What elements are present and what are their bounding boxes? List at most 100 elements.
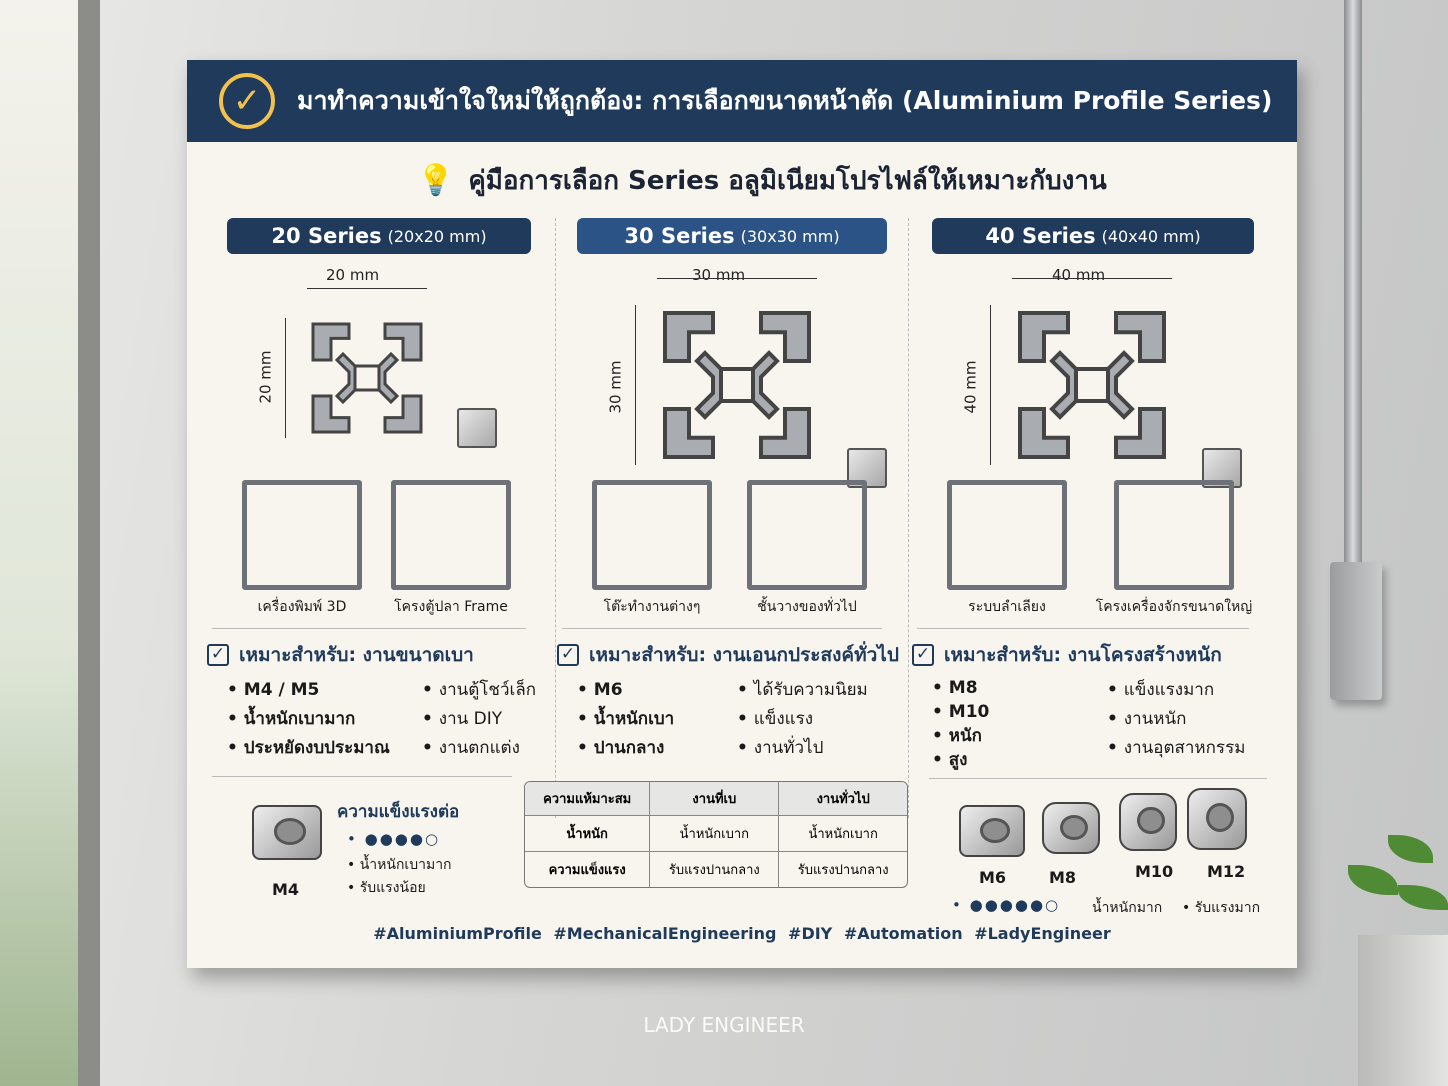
application-item: เครื่องพิมพ์ 3D: [227, 480, 377, 618]
t-nut-m4-image: [252, 805, 322, 860]
suitable-for-label: ✓เหมาะสำหรับ: งานเอนกประสงค์ทั่วไป: [557, 640, 899, 670]
series-column: 40 Series(40x40 mm) 40 mm 40 mm ระบบลำเล…: [912, 218, 1254, 818]
suitable-for-label: ✓เหมาะสำหรับ: งานขนาดเบา: [207, 640, 474, 670]
suitable-for-label: ✓เหมาะสำหรับ: งานโครงสร้างหนัก: [912, 640, 1222, 670]
bullet-list-right: ได้รับความนิยมแข็งแรงงานทั่วไป: [737, 676, 868, 763]
application-item: โต๊ะทำงานต่างๆ: [577, 480, 727, 618]
application-item: ชั้นวางของทั่วไป: [727, 480, 887, 618]
table-cell: น้ำหนักเบาก: [650, 816, 780, 852]
divider: [917, 628, 1249, 629]
check-circle-icon: ✓: [219, 73, 275, 129]
column-divider: [908, 218, 909, 818]
bullet-item: งาน DIY: [422, 705, 536, 734]
bullet-item: แข็งแรง: [737, 705, 868, 734]
width-dimension: 40 mm: [1052, 266, 1106, 284]
series-header: 30 Series(30x30 mm): [577, 218, 887, 254]
nut-note: น้ำหนักมาก: [1092, 900, 1163, 916]
bullet-list-left: M4 / M5น้ำหนักเบามากประหยัดงบประมาณ: [227, 676, 390, 763]
bullet-item: M4 / M5: [227, 676, 390, 705]
height-dimension: 40 mm: [961, 360, 980, 414]
comparison-table: ความแห้มาะสมงานที่เบงานทั่วไป น้ำหนักน้ำ…: [524, 781, 908, 888]
bullet-list-left: M6น้ำหนักเบาปานกลาง: [577, 676, 674, 763]
bullet-list-right: แข็งแรงมากงานหนักงานอุตสาหกรรม: [1107, 676, 1246, 763]
bullet-item: น้ำหนักเบามาก: [227, 705, 390, 734]
poster-subtitle: 💡 คู่มือการเลือก Series อลูมิเนียมโปรไฟล…: [417, 160, 1107, 201]
dimension-line: [990, 304, 991, 465]
series-header: 40 Series(40x40 mm): [932, 218, 1254, 254]
divider: [929, 778, 1267, 779]
checkbox-icon: ✓: [912, 644, 934, 666]
height-dimension: 20 mm: [256, 350, 275, 404]
profile-cross-section-icon: [1012, 305, 1172, 465]
window-frame: [0, 0, 100, 1086]
nut-note: • รับแรงมาก: [1182, 900, 1261, 916]
bullet-list-left: M8M10หนักสูง: [932, 676, 990, 772]
strength-rating: • ●●●●○: [347, 830, 441, 848]
table-cell: น้ำหนักเบาก: [779, 816, 907, 852]
bullet-item: M8: [932, 676, 989, 700]
series-header: 20 Series(20x20 mm): [227, 218, 531, 254]
strength-title: ความแข็งแรงต่อ: [337, 802, 460, 822]
hex-nut-m12-image: [1187, 788, 1247, 850]
bullet-item: หนัก: [932, 724, 989, 748]
bullet-item: งานตู้โชว์เล็ก: [422, 676, 536, 705]
height-dimension: 30 mm: [606, 360, 625, 414]
application-image: [1114, 480, 1234, 590]
divider: [212, 776, 512, 777]
nut-label: M10: [1135, 862, 1174, 881]
cube-icon: [457, 408, 497, 448]
bullet-list-right: งานตู้โชว์เล็กงาน DIYงานตกแต่ง: [422, 676, 536, 763]
subtitle-text: คู่มือการเลือก Series อลูมิเนียมโปรไฟล์ใ…: [468, 166, 1107, 196]
plant-leaf: [1348, 865, 1398, 895]
poster-title: มาทำความเข้าใจใหม่ให้ถูกต้อง: การเลือกขน…: [297, 86, 1273, 115]
bullet-item: ประหยัดงบประมาณ: [227, 734, 390, 763]
bullet-item: น้ำหนักเบา: [577, 705, 674, 734]
table-header: งานทั่วไป: [779, 782, 907, 816]
dimension-line: [657, 278, 817, 279]
watermark: LADY ENGINEER: [643, 1013, 805, 1037]
hashtags: #AluminiumProfile #MechanicalEngineering…: [373, 924, 1111, 943]
lightbulb-icon: 💡: [417, 163, 455, 198]
dimension-line: [635, 304, 636, 465]
checkbox-icon: ✓: [207, 644, 229, 666]
table-row: ความแข็งแรงรับแรงปานกลางรับแรงปานกลาง: [525, 852, 907, 887]
dimension-line: [1012, 278, 1172, 279]
width-dimension: 30 mm: [692, 266, 746, 284]
profile-cross-section-icon: [307, 318, 427, 438]
application-item: โครงตู้ปลา Frame: [371, 480, 531, 618]
application-item: โครงเครื่องจักรขนาดใหญ่: [1094, 480, 1254, 618]
checkbox-icon: ✓: [557, 644, 579, 666]
bullet-item: ปานกลาง: [577, 734, 674, 763]
application-item: ระบบลำเลียง: [932, 480, 1082, 618]
electrical-box: [1330, 562, 1382, 700]
application-image: [242, 480, 362, 590]
bullet-item: งานทั่วไป: [737, 734, 868, 763]
column-divider: [555, 218, 556, 818]
table-header: งานที่เบ: [650, 782, 780, 816]
wall-pipe: [1344, 0, 1362, 570]
table-row: น้ำหนักน้ำหนักเบากน้ำหนักเบาก: [525, 816, 907, 852]
divider: [212, 628, 526, 629]
table-header: ความแห้มาะสม: [525, 782, 651, 816]
table-cell: รับแรงปานกลาง: [797, 863, 889, 878]
divider: [562, 628, 882, 629]
nut-m4-label: M4: [272, 880, 300, 899]
plant-pot: [1348, 835, 1448, 1086]
bullet-item: งานหนัก: [1107, 705, 1245, 734]
application-image: [391, 480, 511, 590]
table-cell: รับแรงปานกลาง: [650, 852, 780, 887]
application-image: [747, 480, 867, 590]
dimension-line: [285, 318, 286, 438]
bullet-item: งานอุตสาหกรรม: [1107, 734, 1246, 763]
table-cell: น้ำหนัก: [525, 816, 651, 852]
dimension-line: [307, 288, 427, 289]
bullet-item: แข็งแรงมาก: [1107, 676, 1245, 705]
nut-note: • น้ำหนักเบามาก: [347, 857, 452, 873]
application-image: [592, 480, 712, 590]
poster: ✓ มาทำความเข้าใจใหม่ให้ถูกต้อง: การเลือก…: [187, 60, 1297, 968]
width-dimension: 20 mm: [326, 266, 380, 284]
series-column: 30 Series(30x30 mm) 30 mm 30 mm โต๊ะทำงา…: [557, 218, 899, 818]
series-column: 20 Series(20x20 mm) 20 mm 20 mm เครื่องพ…: [207, 218, 536, 818]
poster-header: ✓ มาทำความเข้าใจใหม่ให้ถูกต้อง: การเลือก…: [187, 60, 1297, 142]
nut-label: M8: [1049, 868, 1077, 887]
